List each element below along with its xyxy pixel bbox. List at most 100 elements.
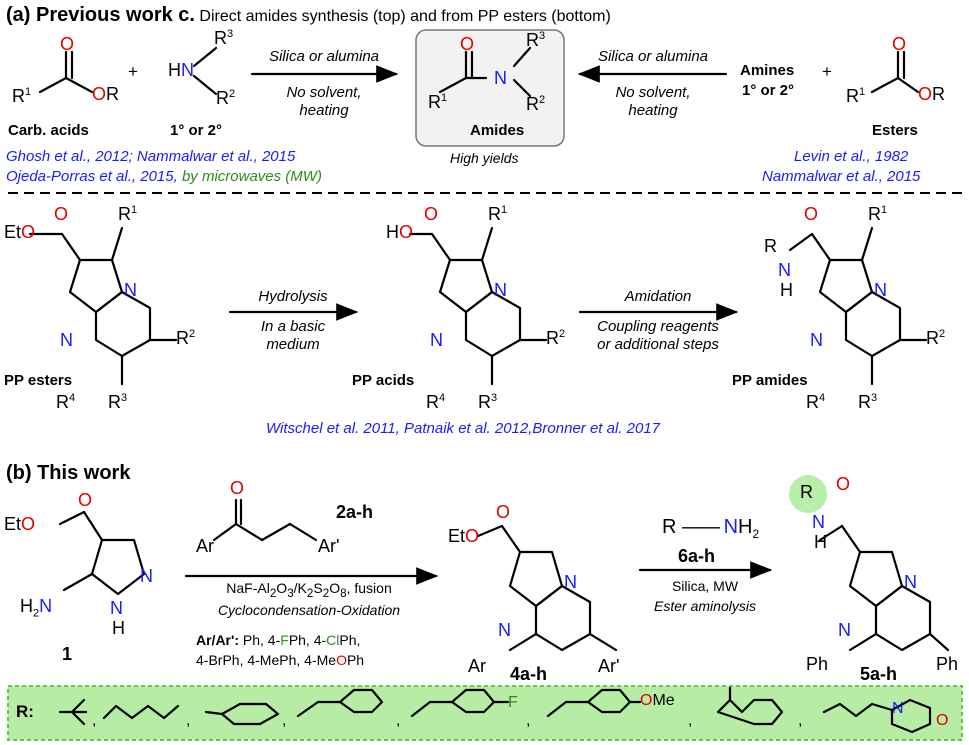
cmpd5-nh-h: H: [814, 532, 827, 552]
ester-or-label: OR: [918, 84, 946, 104]
r-group-highlight: [789, 475, 827, 513]
cmpd5-ph-left: Ph: [806, 654, 829, 674]
cond-1-note: Cyclocondensation-Oxidation: [217, 602, 401, 618]
cmpd5-carbonyl-oxygen: O: [836, 474, 851, 494]
pp-amide-carbonyl-oxygen: O: [804, 204, 819, 224]
cmpd5-n-label: N: [904, 572, 917, 592]
pp-ester-r3: R3: [108, 392, 128, 412]
acid-r1-label: R1: [12, 86, 32, 106]
plus-sign-2: +: [822, 62, 832, 81]
pp-amide-r1: R1: [868, 204, 888, 224]
high-yields-label: High yields: [450, 150, 519, 166]
amine-r3-label: R3: [214, 28, 234, 48]
cond-1-label: NaF-Al2O3/K2S2O8, fusion: [226, 580, 392, 600]
cond-right-1: Silica or alumina: [597, 48, 709, 65]
pp-acid-r1: R1: [488, 204, 508, 224]
cond-2-label: Silica, MW: [671, 578, 739, 594]
cond-left-1: Silica or alumina: [268, 48, 380, 65]
hydrolysis-label: Hydrolysis: [258, 288, 328, 305]
cond-right-2: No solvent,: [615, 84, 691, 101]
pp-ester-carbonyl-oxygen: O: [54, 204, 69, 224]
amidation-cond-2: or additional steps: [597, 336, 719, 353]
pp-acid-n2-label: N: [430, 330, 443, 350]
amide-r1-label: R1: [428, 92, 448, 112]
r-sep-1: ,: [92, 712, 97, 729]
compound-1-label: 1: [62, 644, 73, 664]
cmpd4-carbonyl-oxygen: O: [496, 502, 511, 522]
esters-label: Esters: [872, 122, 918, 139]
carboxylic-acid-structure: [38, 50, 94, 94]
amines-right-2: 1° or 2°: [742, 82, 795, 99]
ar-label: Ar/Ar':: [196, 632, 239, 648]
compound-1-structure: [58, 510, 146, 596]
compound-4-label: 4a-h: [510, 664, 548, 684]
pp-amide-r3: R3: [858, 392, 878, 412]
r-sep-6: ,: [688, 712, 693, 729]
ester-r1-label: R1: [846, 86, 866, 106]
r-methoxy-label: OMe: [640, 692, 675, 709]
compound-5-structure: [818, 524, 950, 652]
pp-amide-nh-n: N: [778, 260, 791, 280]
amine-structure: [192, 46, 218, 96]
pp-acid-structure: [408, 226, 548, 386]
pp-acid-r2: R2: [546, 328, 566, 348]
acid-carbonyl-oxygen: O: [60, 34, 75, 54]
ar-list-line-2: 4-BrPh, 4-MePh, 4-MeOPh: [196, 652, 365, 668]
ref-mw: by microwaves (MW): [181, 168, 322, 185]
pp-esters-label: PP esters: [4, 372, 73, 389]
cmpd5-n2-label: N: [838, 620, 851, 640]
cmpd1-n-label: N: [140, 566, 153, 586]
ester-structure: [870, 50, 920, 94]
chalcone-structure: [212, 498, 318, 542]
cmpd4-ar-label: Ar: [468, 656, 486, 676]
pp-amide-structure: [788, 226, 928, 386]
cmpd1-carbonyl-oxygen: O: [78, 490, 93, 510]
amine-hn-label: HN: [168, 60, 194, 80]
chalcone-oxygen: O: [230, 478, 245, 498]
cond-right-3: heating: [628, 102, 678, 119]
r-fluoro-label: F: [508, 694, 518, 711]
amines-right-1: Amines: [740, 62, 795, 79]
cond-left-2: No solvent,: [286, 84, 362, 101]
amine-6-structure: R —— NH2: [662, 516, 760, 541]
amides-label: Amides: [470, 122, 525, 139]
refs-left-1: Ghosh et al., 2012; Nammalwar et al., 20…: [6, 148, 296, 165]
ar-list-line-1: Ar/Ar': Ph, 4-FPh, 4-ClPh,: [196, 632, 361, 648]
acid-or-label: OR: [92, 84, 120, 104]
hydrolysis-cond-2: medium: [266, 336, 320, 353]
pp-amide-n2-label: N: [810, 330, 823, 350]
section-b-label: (b) This work: [6, 462, 131, 484]
hydrolysis-cond-1: In a basic: [260, 318, 326, 335]
cmpd5-nh-n: N: [812, 512, 825, 532]
r-morpholine-o: O: [936, 712, 949, 729]
pp-acid-carbonyl-oxygen: O: [424, 204, 439, 224]
pp-amide-r4: R4: [806, 392, 826, 412]
pp-amide-nh-h: H: [780, 280, 793, 300]
cond-left-3: heating: [299, 102, 349, 119]
cmpd4-ar-prime-label: Ar': [598, 656, 620, 676]
amide-r3-label: R3: [526, 30, 546, 50]
refs-right-2: Nammalwar et al., 2015: [762, 168, 921, 185]
amide-nitrogen: N: [494, 68, 507, 88]
pp-ester-structure: [28, 226, 178, 386]
pp-amide-n-label: N: [874, 280, 887, 300]
cmpd4-n2-label: N: [498, 620, 511, 640]
reagent-6-label: 6a-h: [678, 546, 716, 566]
amine-class-left: 1° or 2°: [170, 122, 223, 139]
carb-acids-label: Carb. acids: [8, 122, 89, 139]
pp-ester-r2: R2: [176, 328, 196, 348]
refs-right-1: Levin et al., 1982: [794, 148, 909, 165]
pp-amide-r2: R2: [926, 328, 946, 348]
pp-acid-r4: R4: [426, 392, 446, 412]
pp-acid-ho-label: HO: [386, 222, 414, 242]
pp-amide-r-label: R: [764, 236, 777, 256]
compound-4-structure: [476, 524, 618, 652]
r-sep-5: ,: [526, 712, 531, 729]
section-a-header: (a) Previous work c. Direct amides synth…: [6, 4, 611, 27]
amides-box: [415, 29, 565, 147]
pp-ester-eto-label: EtO: [4, 222, 36, 242]
pp-amides-label: PP amides: [732, 372, 808, 389]
r-group-panel: [7, 685, 963, 741]
r-sep-4: ,: [396, 712, 401, 729]
cmpd5-ph-right: Ph: [936, 654, 959, 674]
